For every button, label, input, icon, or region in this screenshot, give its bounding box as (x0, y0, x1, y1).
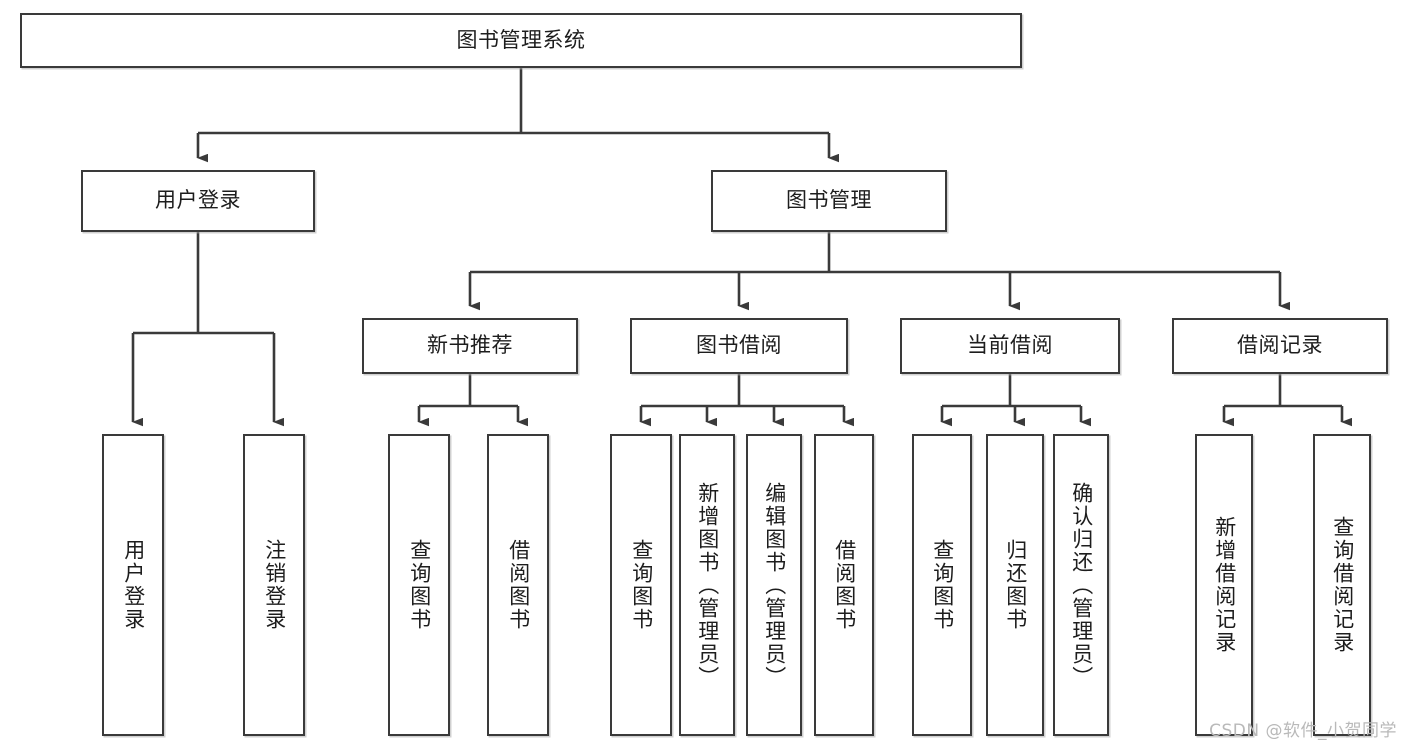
leaf-leaf-add-book[interactable]: 新增图书（管理员） (679, 434, 735, 736)
node-label: 借阅图书 (506, 539, 531, 631)
node-label: 编辑图书（管理员） (762, 481, 787, 689)
leaf-leaf-user-login[interactable]: 用户登录 (102, 434, 164, 736)
node-label: 图书管理系统 (456, 27, 586, 52)
connector-group (131, 68, 1352, 427)
node-book-manage[interactable]: 图书管理 (711, 170, 947, 232)
node-borrow-record[interactable]: 借阅记录 (1172, 318, 1388, 374)
leaf-leaf-borrow-book-2[interactable]: 借阅图书 (814, 434, 874, 736)
node-label: 归还图书 (1003, 539, 1028, 631)
leaf-leaf-logout[interactable]: 注销登录 (243, 434, 305, 736)
node-label: 查询图书 (930, 539, 955, 631)
node-label: 用户登录 (121, 539, 146, 631)
node-label: 图书管理 (786, 188, 872, 213)
node-new-book-rec[interactable]: 新书推荐 (362, 318, 578, 374)
node-label: 借阅图书 (832, 539, 857, 631)
leaf-leaf-query-book-1[interactable]: 查询图书 (388, 434, 450, 736)
leaf-leaf-query-record[interactable]: 查询借阅记录 (1313, 434, 1371, 736)
node-root[interactable]: 图书管理系统 (20, 13, 1022, 68)
node-label: 确认归还（管理员） (1069, 481, 1094, 689)
node-current-borrow[interactable]: 当前借阅 (900, 318, 1120, 374)
node-label: 查询图书 (629, 539, 654, 631)
leaf-leaf-return-book[interactable]: 归还图书 (986, 434, 1044, 736)
node-label: 查询借阅记录 (1330, 516, 1355, 654)
node-label: 用户登录 (155, 188, 241, 213)
node-book-borrow[interactable]: 图书借阅 (630, 318, 848, 374)
node-user-login[interactable]: 用户登录 (81, 170, 315, 232)
node-label: 图书借阅 (696, 333, 782, 358)
node-label: 注销登录 (262, 539, 287, 631)
node-label: 新增图书（管理员） (695, 481, 720, 689)
node-label: 新书推荐 (427, 333, 513, 358)
leaf-leaf-query-book-3[interactable]: 查询图书 (912, 434, 972, 736)
node-label: 新增借阅记录 (1212, 516, 1237, 654)
leaf-leaf-add-record[interactable]: 新增借阅记录 (1195, 434, 1253, 736)
leaf-leaf-edit-book[interactable]: 编辑图书（管理员） (746, 434, 802, 736)
leaf-leaf-borrow-book-1[interactable]: 借阅图书 (487, 434, 549, 736)
node-label: 查询图书 (407, 539, 432, 631)
watermark-label: CSDN @软件_小贺同学 (1209, 721, 1397, 741)
leaf-leaf-confirm-return[interactable]: 确认归还（管理员） (1053, 434, 1109, 736)
node-label: 借阅记录 (1237, 333, 1323, 358)
node-label: 当前借阅 (967, 333, 1053, 358)
leaf-leaf-query-book-2[interactable]: 查询图书 (610, 434, 672, 736)
